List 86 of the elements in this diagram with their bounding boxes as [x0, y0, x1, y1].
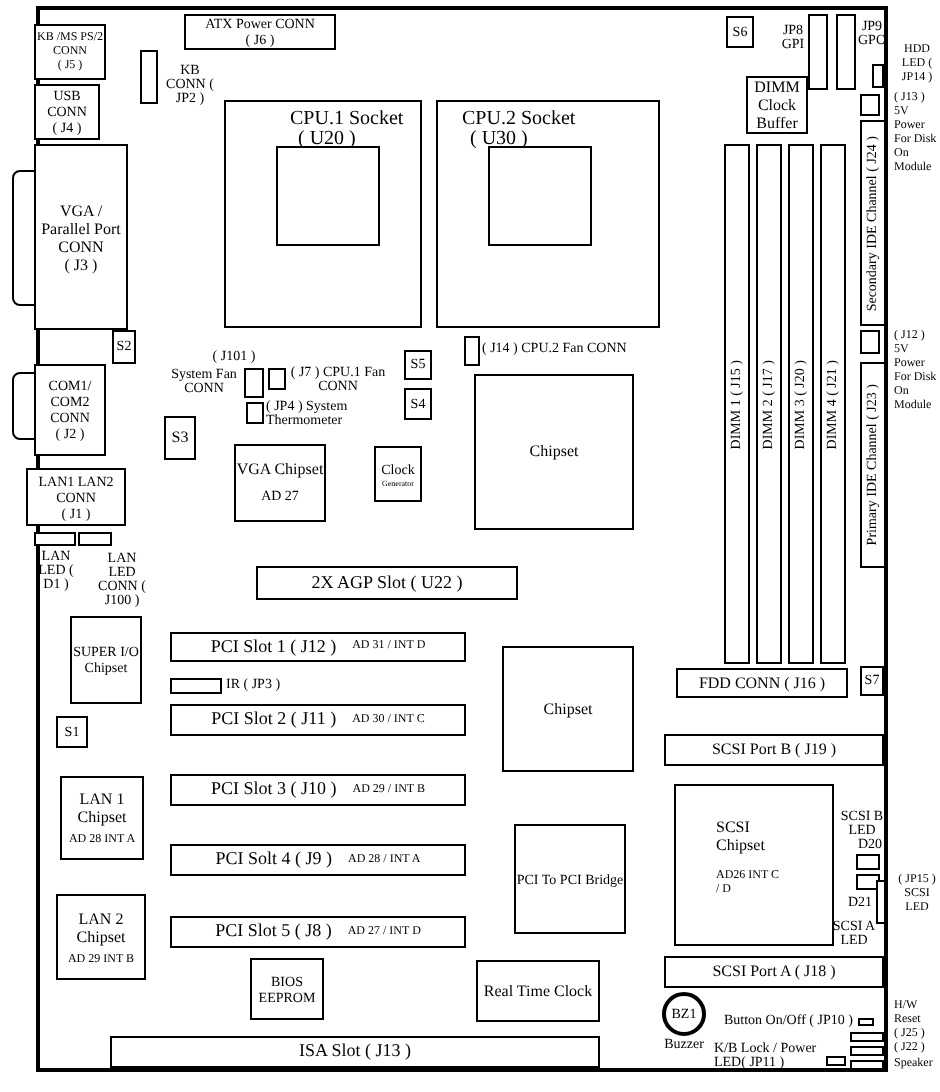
scsi-port	[664, 956, 884, 988]
component-label: LAN 1 Chipset	[75, 790, 129, 826]
pin-header	[34, 532, 76, 546]
cpu-socket	[436, 100, 660, 328]
dimm-slot	[756, 144, 782, 664]
vga-parallel-connector	[34, 144, 128, 330]
pin-header	[876, 880, 886, 924]
vga-chip	[234, 444, 326, 522]
component-label: DIMM Clock Buffer	[752, 78, 802, 132]
component-label: CPU.2 Socket	[462, 110, 576, 130]
pin-header	[140, 50, 158, 104]
component-label: PCI Slot 2 ( J11 )	[211, 706, 337, 733]
pin-header	[170, 678, 222, 694]
lan-chip	[60, 776, 144, 860]
pin-header	[268, 368, 286, 390]
ide-connector	[860, 120, 886, 326]
lan-connector	[26, 468, 126, 526]
dimm-slot	[820, 144, 846, 664]
component-label: LAN 2 Chipset	[74, 909, 128, 945]
component-label: PCI Solt 4 ( J9 )	[215, 846, 333, 873]
pci-slot	[170, 774, 466, 806]
component-label: PCI Slot 3 ( J10 )	[211, 776, 337, 803]
component-label: VGA Chipset	[236, 459, 324, 478]
pin-header	[246, 402, 264, 424]
power-connector	[184, 14, 336, 50]
sensor	[726, 16, 754, 48]
pci-slot	[170, 916, 466, 948]
component-label: CPU.1 Socket	[290, 110, 404, 130]
scsi-port	[664, 734, 884, 766]
sensor	[164, 416, 196, 460]
bios-chip	[250, 958, 324, 1020]
pin-header	[826, 1056, 846, 1066]
pin-header	[850, 1060, 884, 1070]
dimm-slot	[724, 144, 750, 664]
sensor	[404, 350, 432, 380]
component-label: S3	[171, 426, 189, 450]
pin-header	[858, 1018, 874, 1026]
sensor	[404, 388, 432, 420]
pci-slot	[170, 844, 466, 876]
dimm-slot	[788, 144, 814, 664]
component-label: SCSI Chipset	[716, 818, 767, 854]
ps2-connector	[34, 24, 106, 80]
pin-header	[78, 532, 112, 546]
component-label: SCSI Port B ( J19 )	[711, 738, 836, 762]
pin-header	[872, 64, 884, 88]
south-bridge-chip	[502, 646, 634, 772]
buzzer	[662, 992, 706, 1036]
com-connector	[34, 364, 106, 456]
usb-connector	[34, 84, 100, 140]
pin-header	[244, 368, 264, 398]
component-label: ISA Slot ( J13 )	[298, 1038, 411, 1065]
pin-header	[464, 336, 480, 366]
pin-header	[850, 1046, 884, 1056]
component-label: Chipset	[543, 697, 593, 721]
component-label: FDD CONN ( J16 )	[698, 671, 826, 695]
north-bridge-chip	[474, 374, 634, 530]
cpu-socket	[224, 100, 422, 328]
pci-slot	[170, 632, 466, 662]
component-label: SCSI Port A ( J18 )	[712, 960, 836, 984]
clock-generator-chip	[374, 446, 422, 502]
component-label: ( J3 )	[64, 255, 98, 273]
component-label: VGA / Parallel Port CONN	[39, 201, 123, 255]
sensor	[112, 330, 136, 364]
pin-header	[860, 330, 880, 354]
bridge-chip	[514, 824, 626, 934]
pin-header	[860, 94, 880, 116]
fdd-connector	[676, 668, 848, 698]
pin-header	[808, 14, 828, 90]
ide-connector	[860, 362, 886, 568]
component-label: PCI Slot 5 ( J8 )	[215, 918, 332, 945]
led	[856, 874, 880, 890]
component-label: Real Time Clock	[483, 979, 593, 1003]
pin-header	[836, 14, 856, 90]
component-label: Chipset	[529, 440, 579, 464]
rtc-chip	[476, 960, 600, 1022]
lan-chip	[56, 894, 146, 980]
isa-slot	[110, 1036, 600, 1068]
scsi-chip	[674, 784, 834, 946]
pin-header	[850, 1032, 884, 1042]
component-label: 2X AGP Slot ( U22 )	[311, 569, 463, 596]
super-io-chip	[70, 616, 142, 704]
pci-slot	[170, 704, 466, 736]
component-label: PCI Slot 1 ( J12 )	[210, 633, 337, 660]
led	[856, 854, 880, 870]
agp-slot	[256, 566, 518, 600]
sensor	[56, 716, 88, 748]
